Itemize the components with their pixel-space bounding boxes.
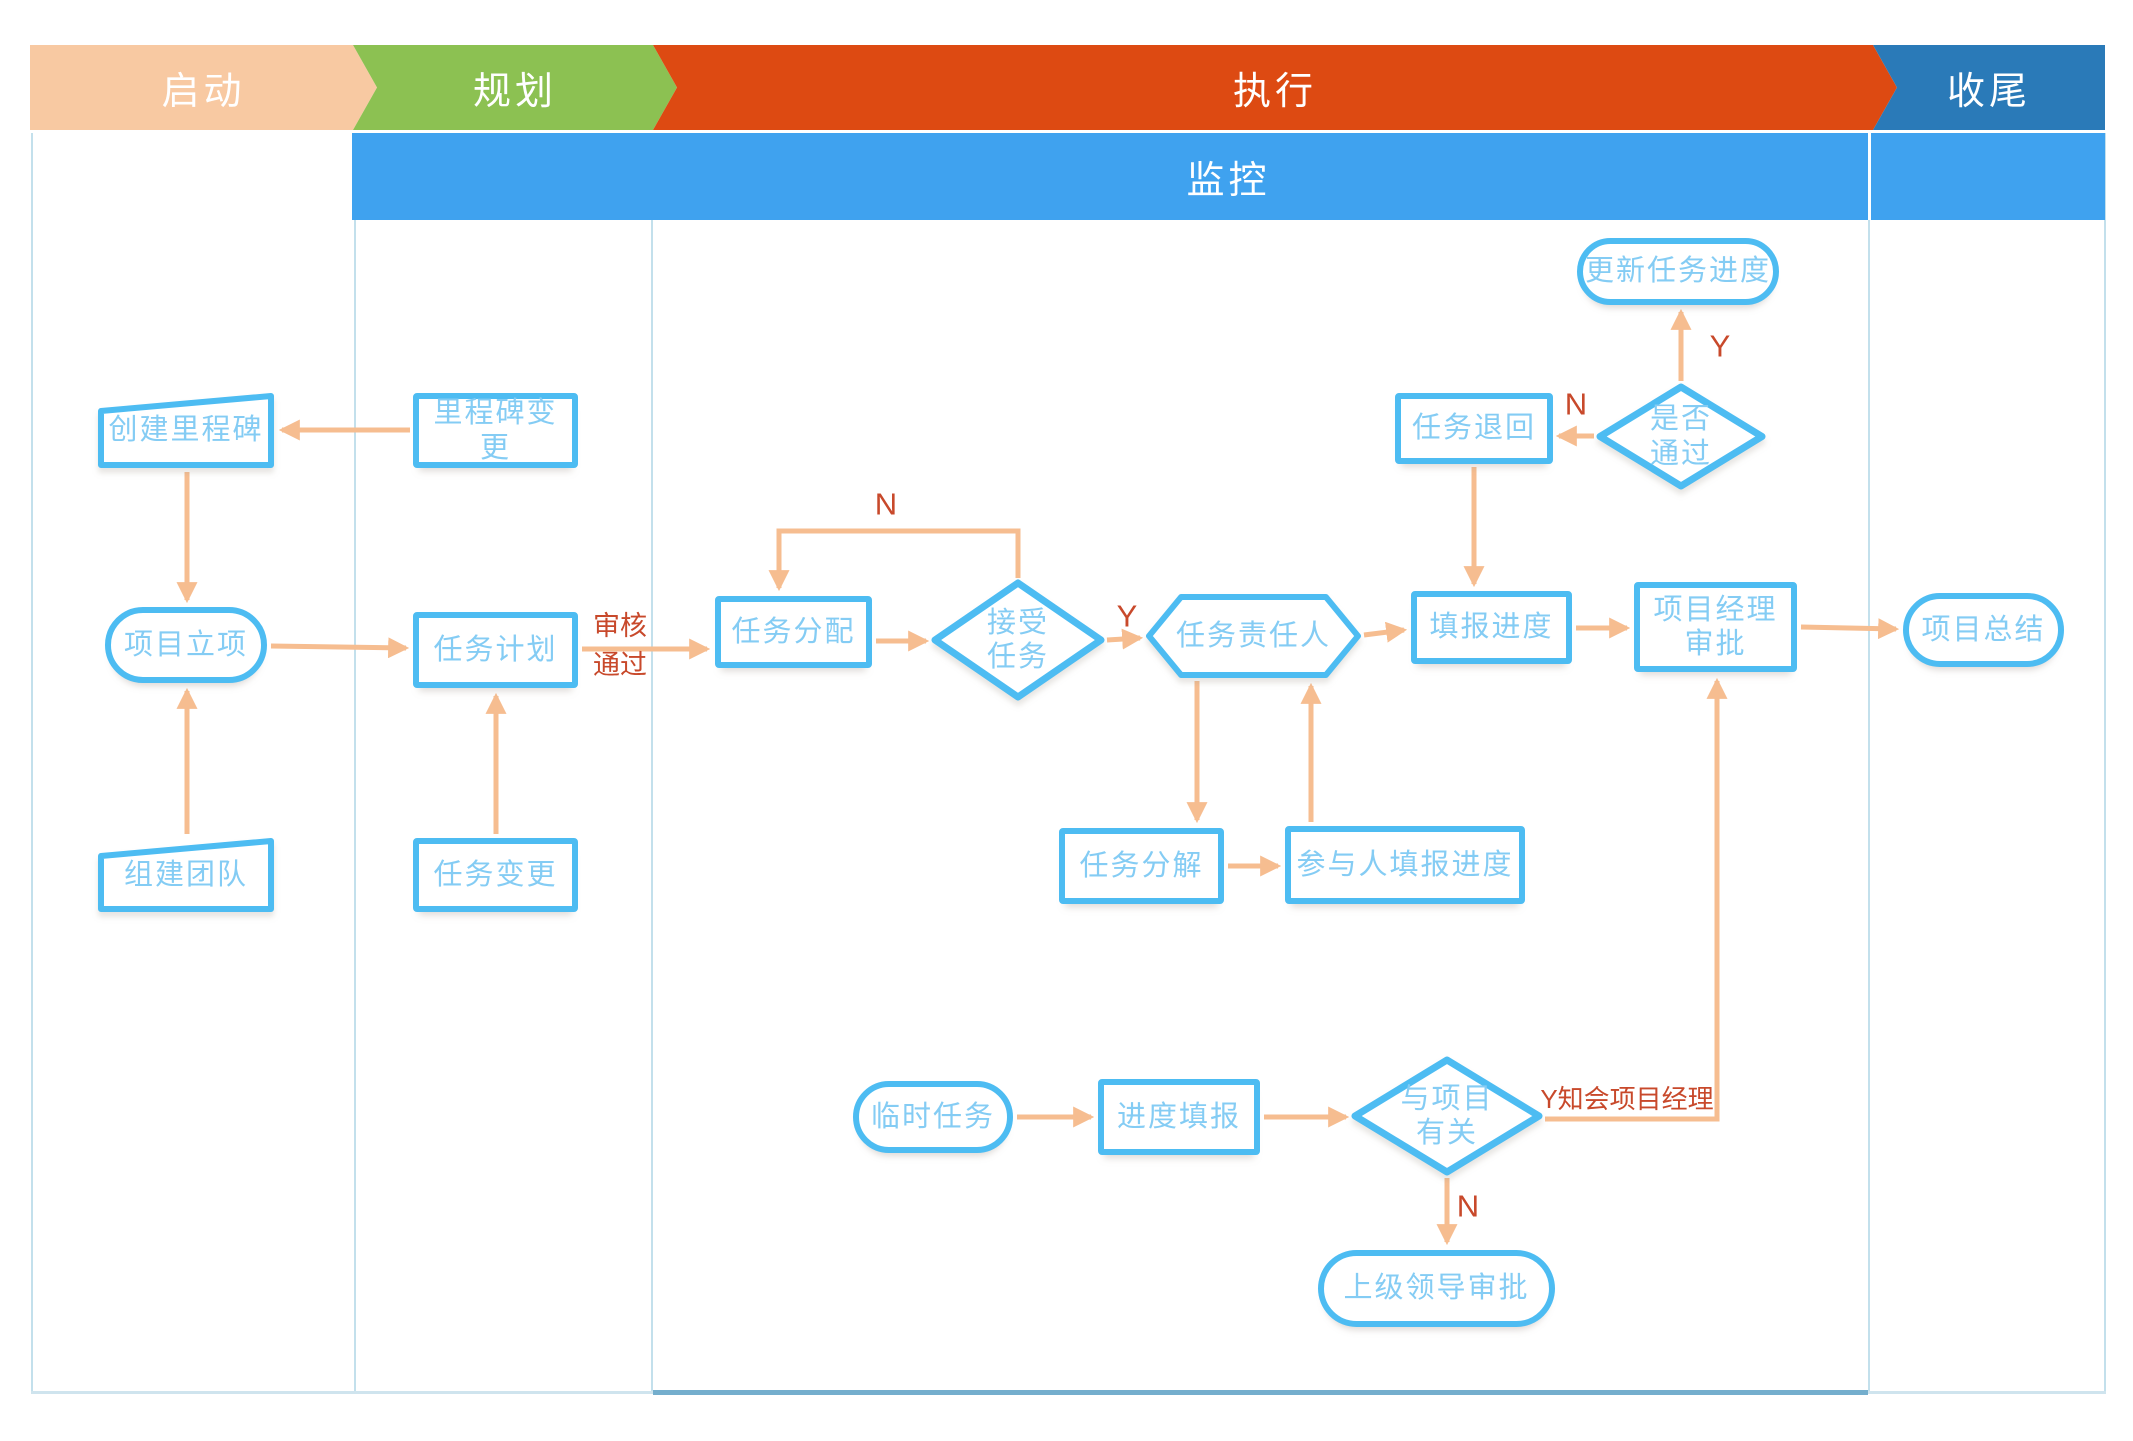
lane-divider-plan-execute (651, 220, 653, 1393)
diamond-shape (931, 579, 1105, 701)
node-leader-approve: 上级领导审批 (1318, 1250, 1555, 1327)
node-task-return: 任务退回 (1395, 393, 1553, 464)
node-label-accept-task: 接受 任务 (986, 606, 1049, 673)
phase-start: 启动 (30, 45, 377, 130)
phase-close: 收尾 (1873, 45, 2105, 130)
node-task-change: 任务变更 (413, 838, 578, 912)
phase-label-start: 启动 (161, 71, 246, 113)
node-label-pass-check: 是否 通过 (1649, 403, 1712, 470)
lane-divider-execute-close (1868, 220, 1870, 1393)
node-participant-report: 参与人填报进度 (1285, 826, 1525, 904)
monitor-label: 监控 (1186, 160, 1271, 202)
lane-divider-start-plan (354, 220, 356, 1393)
monitor-band-divider (1868, 133, 1871, 220)
node-label-create-milestone: 创建里程碑 (108, 414, 264, 447)
edge-accept-task-n-loop-to-task-assign (768, 528, 1021, 592)
phase-execute: 执行 (653, 45, 1897, 130)
node-project-initiation: 项目立项 (105, 607, 267, 683)
label-y-inform-pm: Y知会项目经理 (1540, 1084, 1714, 1115)
diamond-shape (1351, 1056, 1543, 1176)
node-project-summary: 项目总结 (1903, 593, 2064, 667)
edge-project-initiation-to-task-plan (270, 637, 410, 659)
label-y-pass: Y (1709, 328, 1731, 364)
node-task-split: 任务分解 (1059, 828, 1224, 904)
node-related-check: 与项目 有关 (1351, 1056, 1543, 1176)
node-report-progress: 填报进度 (1411, 591, 1572, 664)
label-n-pass: N (1564, 386, 1588, 422)
node-label-team-building: 组建团队 (123, 858, 248, 891)
label-n-related: N (1456, 1188, 1480, 1224)
edge-accept-task-y-to-task-owner (1106, 628, 1144, 650)
edge-related-check-y-to-pm-approve (1545, 677, 1728, 1122)
lane-border-right (2104, 133, 2106, 1393)
node-temp-task: 临时任务 (853, 1081, 1013, 1153)
node-accept-task: 接受 任务 (931, 579, 1105, 701)
node-task-assign: 任务分配 (715, 596, 872, 668)
phase-label-execute: 执行 (1232, 71, 1317, 113)
node-progress-fill: 进度填报 (1098, 1079, 1260, 1155)
node-label-task-owner: 任务责任人 (1175, 619, 1331, 652)
phase-plan: 规划 (353, 45, 677, 130)
lane-border-bottom-strong (653, 1390, 1868, 1395)
node-update-progress: 更新任务进度 (1577, 238, 1779, 305)
edge-pm-approve-to-project-summary (1800, 618, 1900, 640)
phase-label-plan: 规划 (472, 71, 557, 113)
phase-label-close: 收尾 (1946, 71, 2031, 113)
node-team-building: 组建团队 (98, 838, 274, 912)
node-pm-approve: 项目经理 审批 (1634, 582, 1797, 672)
label-y-accept: Y (1116, 598, 1138, 634)
diamond-shape (1596, 383, 1766, 490)
lane-border-left (31, 133, 33, 1393)
node-label-related-check: 与项目 有关 (1400, 1082, 1494, 1149)
node-create-milestone: 创建里程碑 (98, 393, 274, 468)
card-shape (98, 838, 274, 912)
card-shape (98, 393, 274, 468)
monitor-band: 监控 (352, 133, 2105, 220)
node-task-plan: 任务计划 (413, 612, 578, 688)
edge-task-owner-to-report-progress (1363, 621, 1408, 643)
label-review-pass: 审核 通过 (593, 610, 647, 680)
node-pass-check: 是否 通过 (1596, 383, 1766, 490)
label-n-accept-loop: N (874, 486, 898, 522)
node-task-owner: 任务责任人 (1146, 594, 1361, 678)
node-milestone-change: 里程碑变更 (413, 393, 578, 468)
hex-shape (1146, 594, 1361, 678)
